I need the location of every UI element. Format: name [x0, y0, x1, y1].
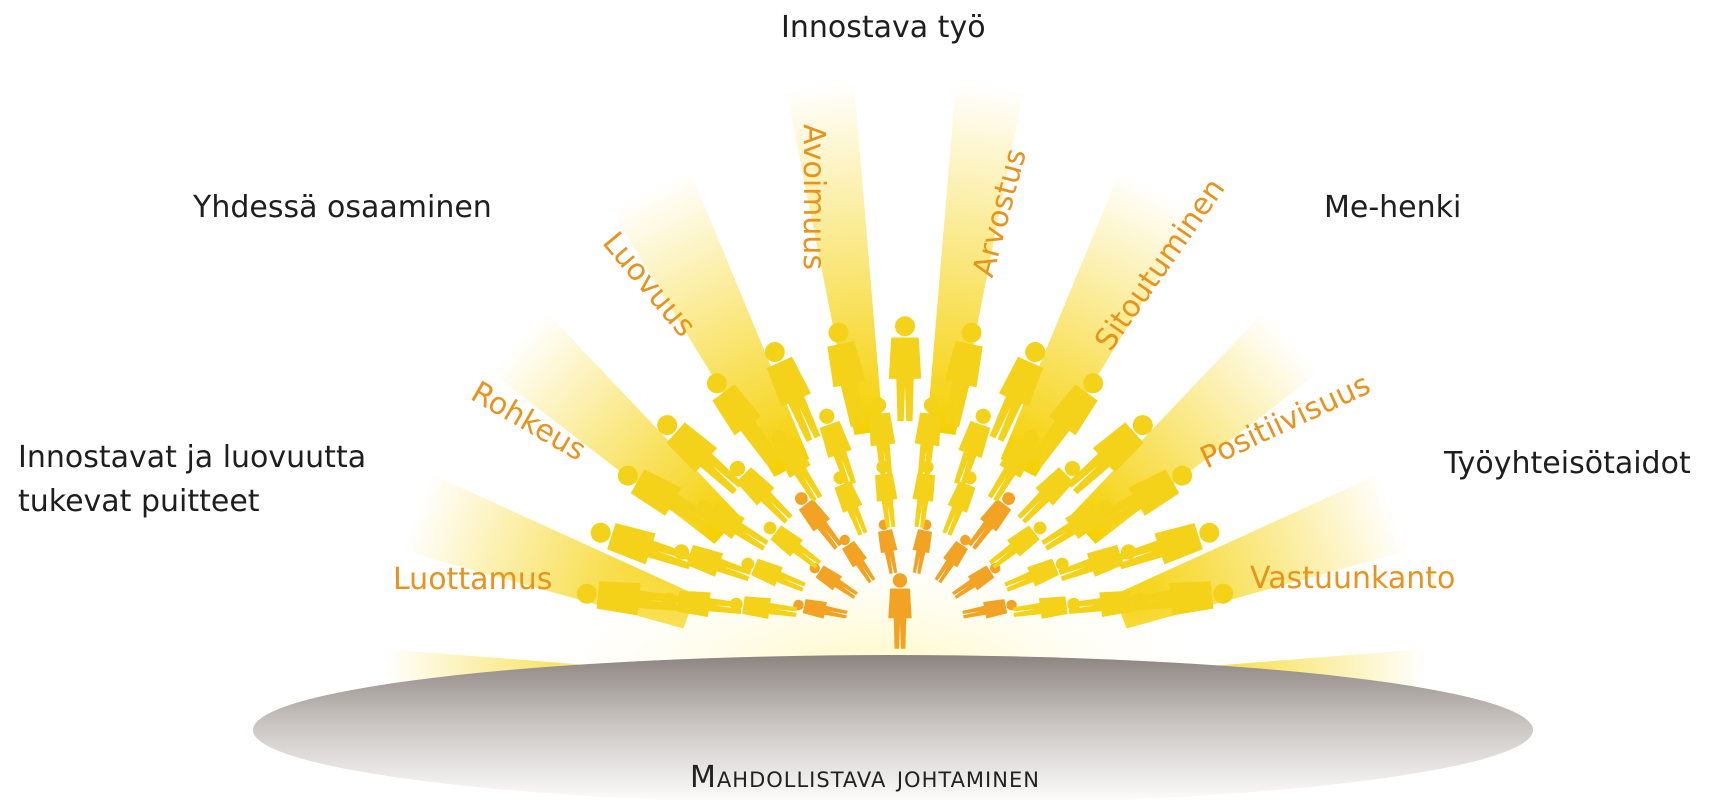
outer-label-upper-right: Me-henki — [1324, 188, 1461, 228]
base-label: Mahdollistava johtaminen — [515, 760, 1215, 795]
outer-label-left-line1: Innostavat ja luovuutta — [18, 438, 366, 478]
outer-label-right: Työyhteisötaidot — [1444, 444, 1691, 484]
value-avoimuus: Avoimuus — [796, 124, 830, 270]
value-vastuunkanto: Vastuunkanto — [1250, 562, 1455, 596]
person-figure — [889, 316, 922, 421]
outer-label-upper-left: Yhdessä osaaminen — [193, 188, 492, 228]
outer-label-top: Innostava työ — [781, 8, 986, 48]
outer-label-left-line2: tukevat puitteet — [18, 482, 260, 522]
value-luottamus: Luottamus — [393, 563, 552, 597]
